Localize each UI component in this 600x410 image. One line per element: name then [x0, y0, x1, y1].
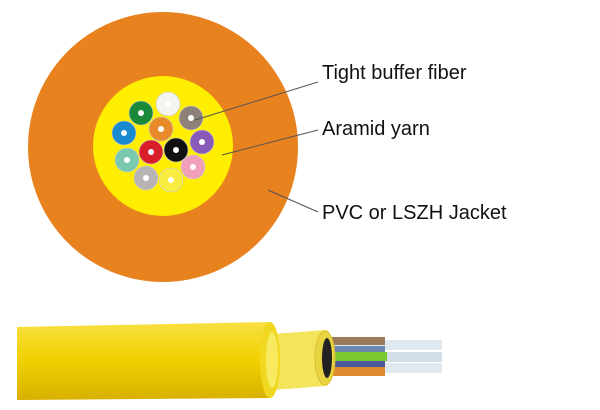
fiber-core	[158, 126, 164, 132]
leader-line-tight-buffer	[194, 81, 319, 121]
cable-jacket	[17, 322, 280, 400]
fiber-core	[124, 157, 130, 163]
buffered-fibers	[325, 337, 442, 376]
fiber-core	[148, 149, 154, 155]
fiber-core	[190, 164, 196, 170]
leader-line-jacket	[267, 189, 319, 213]
fiber-core	[121, 130, 127, 136]
cable-side-view	[17, 322, 505, 400]
fiber-bundle	[111, 91, 215, 193]
leader-line-aramid	[221, 129, 319, 156]
fiber-core	[188, 115, 194, 121]
fiber-core	[168, 177, 174, 183]
fiber-core	[143, 175, 149, 181]
label-tight-buffer-fiber: Tight buffer fiber	[322, 62, 467, 84]
label-aramid-yarn: Aramid yarn	[322, 118, 430, 140]
label-jacket: PVC or LSZH Jacket	[322, 202, 507, 224]
fiber-core	[173, 147, 179, 153]
fiber-core	[165, 101, 171, 107]
fiber-core	[138, 110, 144, 116]
fiber-core	[199, 139, 205, 145]
